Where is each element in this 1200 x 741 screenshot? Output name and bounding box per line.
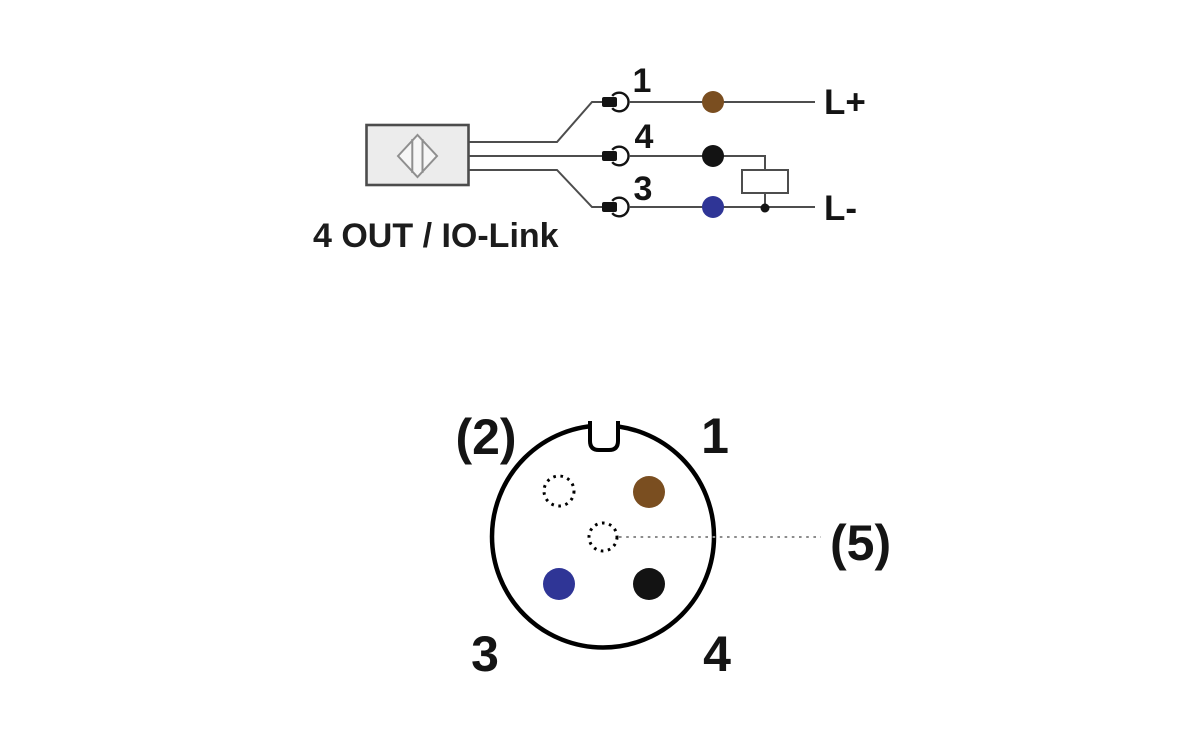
wire-pin3 <box>468 169 603 208</box>
socket-symbol-pin3 <box>602 196 630 218</box>
terminal-lminus-label: L- <box>824 189 857 228</box>
pin1-contact-brown <box>633 476 665 508</box>
wire-pin4-to-load <box>629 155 766 170</box>
pin1-number-label: 1 <box>633 62 652 100</box>
junction-dot <box>760 203 770 213</box>
plug-pin-icon <box>602 97 617 107</box>
sensor-diamond-icon <box>396 133 439 179</box>
pinout-label-2: (2) <box>455 409 516 465</box>
socket-arc-icon <box>611 91 630 113</box>
pin3-contact-blue <box>543 568 575 600</box>
pin4-number-label: 4 <box>635 118 654 156</box>
terminal-lplus-label: L+ <box>824 83 866 122</box>
socket-symbol-pin4 <box>602 145 630 167</box>
plug-pin-icon <box>602 151 617 161</box>
pin4-contact-black <box>633 568 665 600</box>
wire-color-dot-blue <box>702 196 724 218</box>
plug-pin-icon <box>602 202 617 212</box>
pinout-label-4: 4 <box>703 626 731 682</box>
wire-color-dot-brown <box>702 91 724 113</box>
keyway-notch-icon <box>588 421 620 452</box>
wire-pin1 <box>468 101 603 143</box>
wire-color-dot-black <box>702 145 724 167</box>
pinout-label-5: (5) <box>830 515 891 571</box>
socket-arc-icon <box>611 196 630 218</box>
pin5-placeholder-dotted <box>587 521 619 553</box>
connector-pinout: (2) 1 3 4 (5) <box>455 408 891 682</box>
pinout-label-3: 3 <box>471 626 499 682</box>
pinout-label-1: 1 <box>701 408 729 464</box>
pin2-placeholder-dotted <box>542 474 576 508</box>
wiring-caption: 4 OUT / IO-Link <box>313 217 559 255</box>
wiring-diagram: 1 4 3 L+ L- 4 OUT / IO-Link <box>313 62 866 255</box>
load-resistor-icon <box>741 169 789 194</box>
pin3-number-label: 3 <box>634 170 653 208</box>
socket-symbol-pin1 <box>602 91 630 113</box>
socket-arc-icon <box>611 145 630 167</box>
